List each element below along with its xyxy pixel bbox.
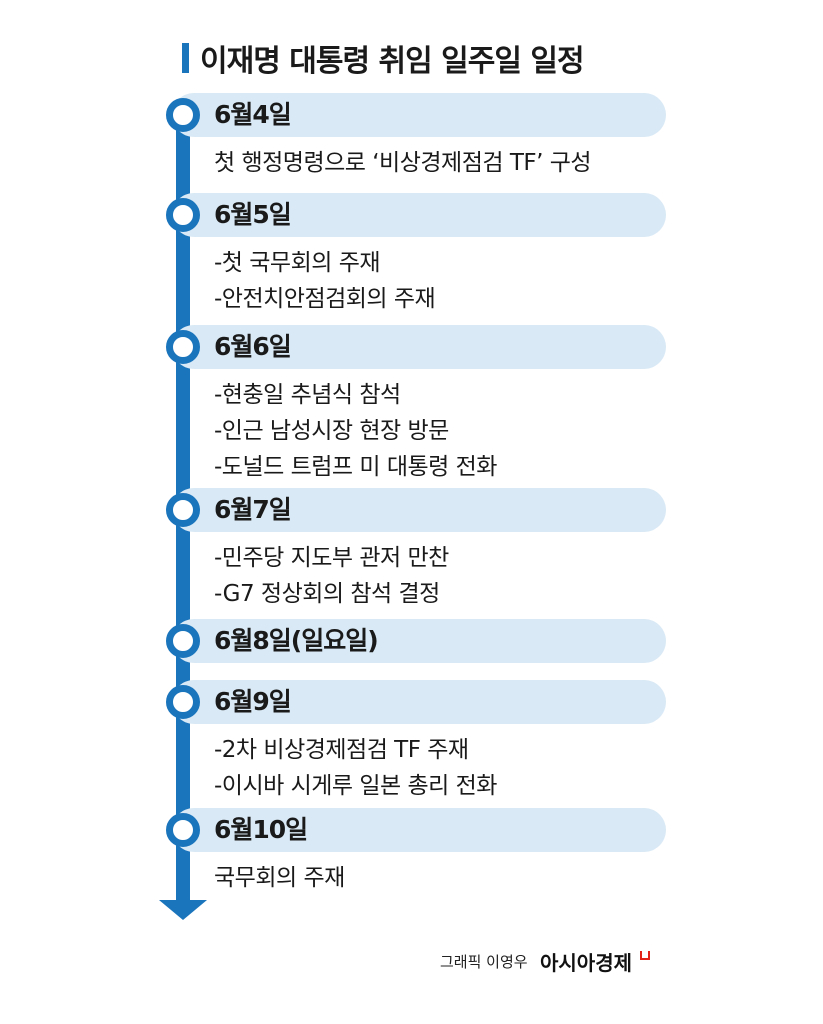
- event-date: 6월10일: [214, 815, 308, 844]
- date-pill: [172, 325, 666, 369]
- event-item: -안전치안점검회의 주재: [214, 286, 436, 312]
- event-item: -인근 남성시장 현장 방문: [214, 418, 449, 444]
- event-item: -현충일 추념식 참석: [214, 382, 401, 408]
- event-item: 국무회의 주재: [214, 865, 345, 891]
- timeline-dot-icon: [166, 98, 200, 132]
- event-items: 국무회의 주재: [214, 860, 345, 896]
- timeline-dot-icon: [166, 624, 200, 658]
- event-item: -민주당 지도부 관저 만찬: [214, 545, 449, 571]
- event-item: -2차 비상경제점검 TF 주재: [214, 737, 469, 763]
- event-item: -G7 정상회의 참석 결정: [214, 581, 440, 607]
- date-pill: [172, 193, 666, 237]
- page-title: 이재명 대통령 취임 일주일 일정: [200, 44, 585, 79]
- date-pill: [172, 488, 666, 532]
- timeline-dot-icon: [166, 330, 200, 364]
- event-item: 첫 행정명령으로 ‘비상경제점검 TF’ 구성: [214, 150, 592, 176]
- event-items: -현충일 추념식 참석 -인근 남성시장 현장 방문 -도널드 트럼프 미 대통령 …: [214, 377, 497, 485]
- event-items: -민주당 지도부 관저 만찬 -G7 정상회의 참석 결정: [214, 540, 449, 612]
- timeline-dot-icon: [166, 198, 200, 232]
- event-date: 6월6일: [214, 332, 292, 361]
- brand-logo: 아시아경제: [540, 951, 632, 975]
- event-item: -첫 국무회의 주재: [214, 250, 381, 276]
- event-items: -2차 비상경제점검 TF 주재 -이시바 시게루 일본 총리 전화: [214, 732, 497, 804]
- title-accent-bar: [182, 43, 189, 73]
- date-pill: [172, 93, 666, 137]
- event-date: 6월5일: [214, 200, 292, 229]
- date-pill: [172, 808, 666, 852]
- timeline-arrow-icon: [159, 900, 207, 920]
- event-date: 6월4일: [214, 100, 292, 129]
- event-date: 6월7일: [214, 495, 292, 524]
- timeline-dot-icon: [166, 685, 200, 719]
- timeline-dot-icon: [166, 493, 200, 527]
- date-pill: [172, 619, 666, 663]
- event-date: 6월9일: [214, 687, 292, 716]
- event-item: -이시바 시게루 일본 총리 전화: [214, 773, 497, 799]
- event-date: 6월8일(일요일): [214, 626, 379, 655]
- graphic-credit: 그래픽 이영우: [440, 953, 528, 971]
- event-items: 첫 행정명령으로 ‘비상경제점검 TF’ 구성: [214, 145, 592, 181]
- event-item: -도널드 트럼프 미 대통령 전화: [214, 454, 497, 480]
- date-pill: [172, 680, 666, 724]
- timeline-dot-icon: [166, 813, 200, 847]
- brand-mark-icon: [640, 951, 650, 960]
- event-items: -첫 국무회의 주재 -안전치안점검회의 주재: [214, 245, 436, 317]
